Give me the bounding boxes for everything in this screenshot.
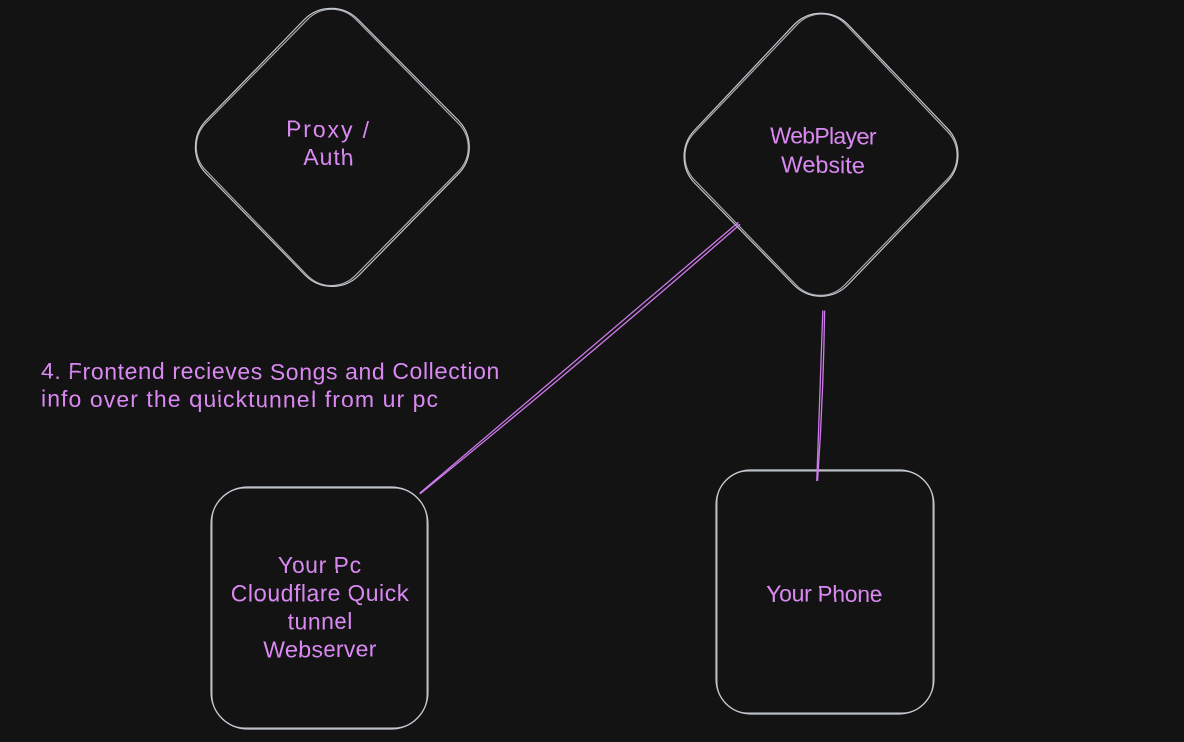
svg-text:Webserver: Webserver [263,636,377,662]
svg-text:4. Frontend recieves Songs and: 4. Frontend recieves Songs and Collectio… [41,358,499,384]
svg-text:Cloudflare Quick: Cloudflare Quick [231,580,410,606]
svg-text:tunnel: tunnel [287,608,353,634]
svg-text:Your Phone: Your Phone [766,581,883,607]
svg-text:Your Pc: Your Pc [278,552,363,578]
svg-text:Website: Website [781,152,864,178]
svg-text:Proxy /: Proxy / [287,116,372,142]
svg-text:Auth: Auth [303,144,354,170]
svg-text:info over the quicktunnel from: info over the quicktunnel from ur pc [41,386,439,412]
svg-text:WebPlayer: WebPlayer [770,123,877,149]
